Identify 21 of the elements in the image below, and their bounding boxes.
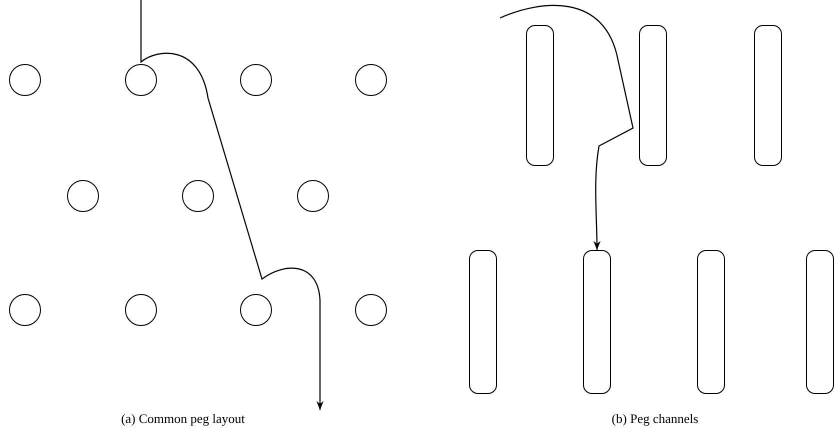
peg-channel: [754, 25, 782, 166]
peg: [297, 180, 329, 212]
peg: [355, 294, 387, 326]
trajectory-arrow: [500, 4, 634, 250]
subfigure-caption: (b) Peg channels: [612, 412, 698, 425]
peg: [355, 64, 387, 96]
subfigure-caption: (a) Common peg layout: [121, 412, 245, 425]
peg: [9, 64, 41, 96]
peg: [67, 180, 99, 212]
peg-channel: [526, 25, 554, 166]
peg-channel: [583, 250, 611, 394]
peg: [125, 294, 157, 326]
peg-channel: [806, 250, 834, 394]
peg: [125, 64, 157, 96]
peg: [9, 294, 41, 326]
peg-channel: [469, 250, 497, 394]
peg: [240, 64, 272, 96]
peg: [182, 180, 214, 212]
peg-channel: [639, 25, 667, 166]
peg-channel: [697, 250, 725, 394]
peg: [240, 294, 272, 326]
